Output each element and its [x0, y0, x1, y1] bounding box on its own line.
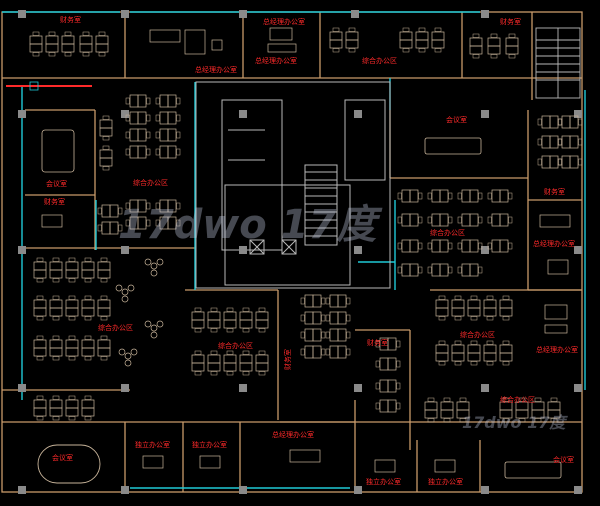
room-label: 财务室	[283, 349, 292, 370]
room-label: 财务室	[500, 17, 521, 26]
watermark-small: 17dwo 17度	[462, 413, 568, 432]
room-label: 会议室	[46, 179, 67, 188]
room-label: 综合办公区	[460, 330, 495, 339]
building-core	[195, 81, 391, 289]
room-label: 财务室	[544, 187, 565, 196]
watermark-large: 17dwo 17度	[118, 202, 383, 248]
room-label: 独立办公室	[135, 440, 170, 449]
room-label: 总经理办公室	[533, 239, 575, 248]
room-label: 总经理办公室	[195, 65, 237, 74]
room-label: 总经理办公室	[536, 345, 578, 354]
room-label: 会议室	[52, 453, 73, 462]
room-label: 综合办公区	[133, 178, 168, 187]
room-labels: 财务室 财务室 总经理办公室 总经理办公室 总经理办公室 综合办公区 会议室 综…	[44, 15, 578, 486]
room-label: 财务室	[44, 197, 65, 206]
room-label: 独立办公室	[428, 477, 463, 486]
room-label: 独立办公室	[366, 477, 401, 486]
room-label: 会议室	[553, 455, 574, 464]
room-label: 综合办公区	[430, 228, 465, 237]
furniture	[29, 27, 583, 484]
room-label: 财务室	[60, 15, 81, 24]
room-label: 总经理办公室	[255, 56, 297, 65]
room-label: 综合办公区	[362, 56, 397, 65]
staircase	[535, 27, 581, 99]
room-label: 总经理办公室	[272, 430, 314, 439]
room-label: 总经理办公室	[263, 17, 305, 26]
room-label: 综合办公区	[98, 323, 133, 332]
entrance-marker	[6, 81, 92, 91]
room-label: 综合办公区	[500, 395, 535, 404]
room-label: 财务室	[367, 338, 388, 347]
room-label: 会议室	[446, 115, 467, 124]
room-label: 独立办公室	[192, 440, 227, 449]
room-label: 综合办公区	[218, 341, 253, 350]
